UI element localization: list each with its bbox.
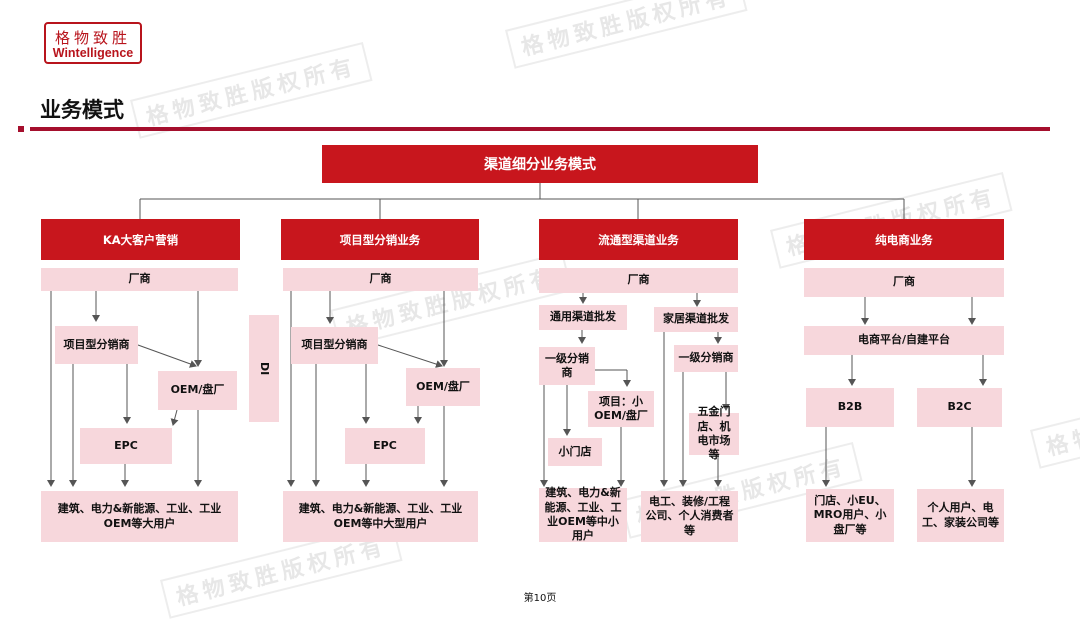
di-side-label: DI [249, 315, 279, 422]
manufacturer-node: 厂商 [804, 268, 1004, 297]
company-logo: 格物致胜 Wintelligence [44, 22, 142, 64]
endpoint-left-node: 建筑、电力&新能源、工业、工业OEM等中小用户 [539, 486, 627, 542]
hardware-store-node: 五金门店、机电市场等 [689, 405, 739, 461]
column-header-project-distribution: 项目型分销业务 [281, 219, 479, 260]
endpoint-right-node: 个人用户、电工、家装公司等 [917, 489, 1004, 542]
endpoint-right-node: 电工、装修/工程公司、个人消费者等 [641, 491, 738, 542]
epc-node: EPC [80, 428, 172, 464]
logo-english-text: Wintelligence [52, 46, 134, 60]
oem-node: OEM/盘厂 [158, 371, 237, 410]
endpoint-node: 建筑、电力&新能源、工业、工业OEM等中大型用户 [283, 491, 478, 542]
manufacturer-node: 厂商 [539, 268, 738, 293]
column-header-ka: KA大客户营销 [41, 219, 240, 260]
endpoint-left-node: 门店、小EU、MRO用户、小盘厂等 [806, 489, 894, 542]
project-distributor-node: 项目型分销商 [55, 326, 138, 364]
small-oem-node: 项目：小OEM/盘厂 [588, 391, 654, 427]
endpoint-node: 建筑、电力&新能源、工业、工业OEM等大用户 [41, 491, 238, 542]
root-node: 渠道细分业务模式 [322, 145, 758, 183]
oem-node: OEM/盘厂 [406, 368, 480, 406]
small-store-node: 小门店 [548, 438, 602, 466]
title-rule [30, 127, 1050, 131]
b2c-node: B2C [917, 388, 1002, 427]
home-wholesale-node: 家居渠道批发 [654, 307, 738, 332]
logo-chinese-text: 格物致胜 [54, 29, 131, 47]
general-wholesale-node: 通用渠道批发 [539, 305, 627, 330]
column-header-ecommerce: 纯电商业务 [804, 219, 1004, 260]
title-rule-marker [18, 126, 24, 132]
b2b-node: B2B [806, 388, 894, 427]
ecommerce-platform-node: 电商平台/自建平台 [804, 326, 1004, 355]
project-distributor-node: 项目型分销商 [291, 327, 378, 364]
manufacturer-node: 厂商 [283, 268, 478, 291]
first-distributor-node: 一级分销商 [674, 345, 738, 372]
epc-node: EPC [345, 428, 425, 464]
first-distributor-node: 一级分销商 [539, 347, 595, 385]
page-number: 第10页 [523, 593, 557, 604]
page-title: 业务模式 [40, 98, 124, 122]
column-header-circulation: 流通型渠道业务 [539, 219, 738, 260]
manufacturer-node: 厂商 [41, 268, 238, 291]
